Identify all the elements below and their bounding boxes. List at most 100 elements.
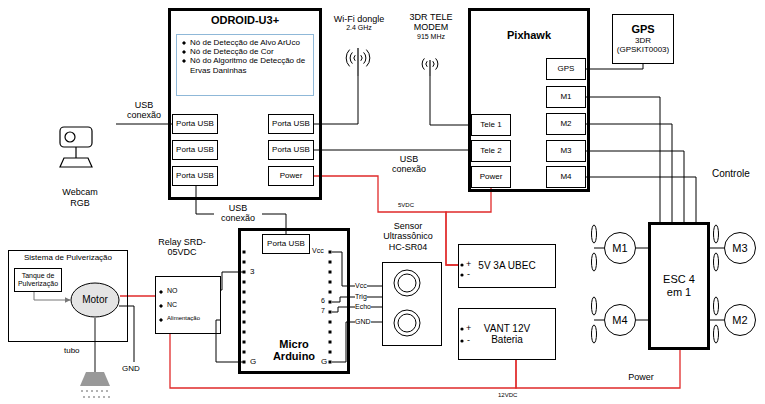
spray-drop xyxy=(101,390,103,392)
pin-dot xyxy=(243,301,246,304)
node-text: VANT 12V Bateria xyxy=(476,323,538,346)
node-text: M2 xyxy=(732,314,747,327)
ultrasonic-transducer xyxy=(398,314,416,332)
node-text: M2 xyxy=(560,119,571,128)
voltage-label: 5VDC xyxy=(398,202,414,209)
propeller-shaft xyxy=(594,320,604,321)
polarity-label: - xyxy=(467,335,470,345)
tube xyxy=(94,318,96,372)
antenna-label: Wi-Fi dongle2.4 GHz xyxy=(326,14,392,76)
webcam-label: Webcam RGB xyxy=(44,118,116,208)
tank-box: Tanque de Pulverização xyxy=(14,268,62,292)
pin-dot xyxy=(329,331,332,334)
spray-drop xyxy=(93,396,95,398)
edge-label: USB conexão xyxy=(384,154,434,175)
antenna-wave xyxy=(350,52,352,63)
pin-dot xyxy=(329,291,332,294)
node-text: 915 MHz xyxy=(417,33,445,41)
pin-label: Trig xyxy=(355,293,367,301)
propeller-blade xyxy=(714,325,719,343)
ground-wire xyxy=(119,306,134,362)
motor-ellipse: Motor xyxy=(70,282,120,318)
pin-label: 7 xyxy=(321,307,325,315)
node-text: ESC 4 em 1 xyxy=(657,273,701,298)
pin-dot xyxy=(329,311,332,314)
propeller-blade xyxy=(592,297,597,315)
port-box: Tele 2 xyxy=(471,140,511,162)
pin-label: Vcc xyxy=(355,282,367,290)
nozzle xyxy=(80,372,110,386)
ultrasonic-transducer xyxy=(394,270,420,296)
antenna-wave xyxy=(433,61,434,67)
antenna-wave xyxy=(361,55,362,61)
propeller-blade xyxy=(592,225,597,243)
connector xyxy=(586,64,643,69)
connector xyxy=(516,350,680,388)
connector xyxy=(314,150,471,151)
edge-label: USB conexão xyxy=(214,203,262,224)
spray-drop xyxy=(103,396,105,398)
connector xyxy=(586,97,660,222)
esc-box: ESC 4 em 1 xyxy=(648,222,710,350)
pin-dot xyxy=(243,271,246,274)
node-text: Nó de Detecção de Alvo ArUco xyxy=(181,38,300,47)
webcam-lens xyxy=(65,132,75,142)
pin-label: G xyxy=(250,357,256,366)
node-text: ODROID-U3+ xyxy=(171,14,319,27)
port-box: Porta USB xyxy=(172,140,218,160)
propeller-blade xyxy=(714,253,719,271)
connector xyxy=(221,272,238,290)
connector xyxy=(586,151,684,222)
propeller-blade xyxy=(592,325,597,343)
node-text: Power xyxy=(280,171,303,180)
pin-dot xyxy=(329,361,332,364)
voltage-label: 12VDC xyxy=(498,392,517,399)
pin-label: GND xyxy=(122,364,140,373)
port-box: Porta USB xyxy=(172,114,218,134)
motor-shape xyxy=(71,283,119,317)
pin-label: GND xyxy=(355,318,371,326)
port-box: M2 xyxy=(546,113,586,135)
pin-label: Echo xyxy=(355,303,371,311)
port-box: Porta USB xyxy=(268,140,314,160)
ultrasonic-transducer xyxy=(394,310,420,336)
port-box: Porta USB xyxy=(172,166,218,186)
polarity-label: + xyxy=(466,259,471,269)
node-text: M1 xyxy=(612,242,627,255)
software-list: Nó de Detecção de Alvo ArUcoNó de Detecç… xyxy=(176,34,314,96)
pin-dot xyxy=(243,291,246,294)
terminal-dot xyxy=(460,327,463,330)
node-text: Alimentação xyxy=(158,315,200,322)
board-box: ODROID-U3+ Nó de Detecção de Alvo ArUcoNó… xyxy=(168,8,322,200)
signal-label: Controle xyxy=(712,168,750,180)
connector xyxy=(170,334,516,388)
pin-dot xyxy=(243,331,246,334)
spray-drop xyxy=(98,396,100,398)
node-text: Relay SRD-05VDC xyxy=(148,237,216,258)
node-text: GPS xyxy=(558,64,575,73)
spray-drop xyxy=(83,396,85,398)
node-text: 5V 3A UBEC xyxy=(478,260,535,272)
node-text: Porta USB xyxy=(176,119,214,128)
node-text: M4 xyxy=(560,172,571,181)
pin-dot xyxy=(329,281,332,284)
port-box: M3 xyxy=(546,140,586,162)
arduino-box: Micro ArduinoPorta USB xyxy=(238,228,350,374)
node-text: Porta USB xyxy=(272,119,310,128)
ubec-box: 5V 3A UBEC xyxy=(458,244,556,288)
connector xyxy=(710,320,724,321)
pin-dot xyxy=(243,251,246,254)
node-text: Nó de Detecção de Cor xyxy=(181,47,274,56)
node-text: 3DR TELE MODEM xyxy=(403,12,459,33)
antenna-stem xyxy=(357,48,358,76)
pin-dot xyxy=(243,261,246,264)
sensor-box: Sensor Ultrassônico HC-SR04 xyxy=(382,262,442,346)
port-box: Porta USB xyxy=(268,114,314,134)
pin-dot xyxy=(243,321,246,324)
connector xyxy=(586,177,696,222)
edge-label: USB conexão xyxy=(120,100,168,121)
propeller-blade xyxy=(592,253,597,271)
connector xyxy=(586,124,672,222)
node-text: Porta USB xyxy=(176,171,214,180)
webcam-base xyxy=(60,158,92,167)
